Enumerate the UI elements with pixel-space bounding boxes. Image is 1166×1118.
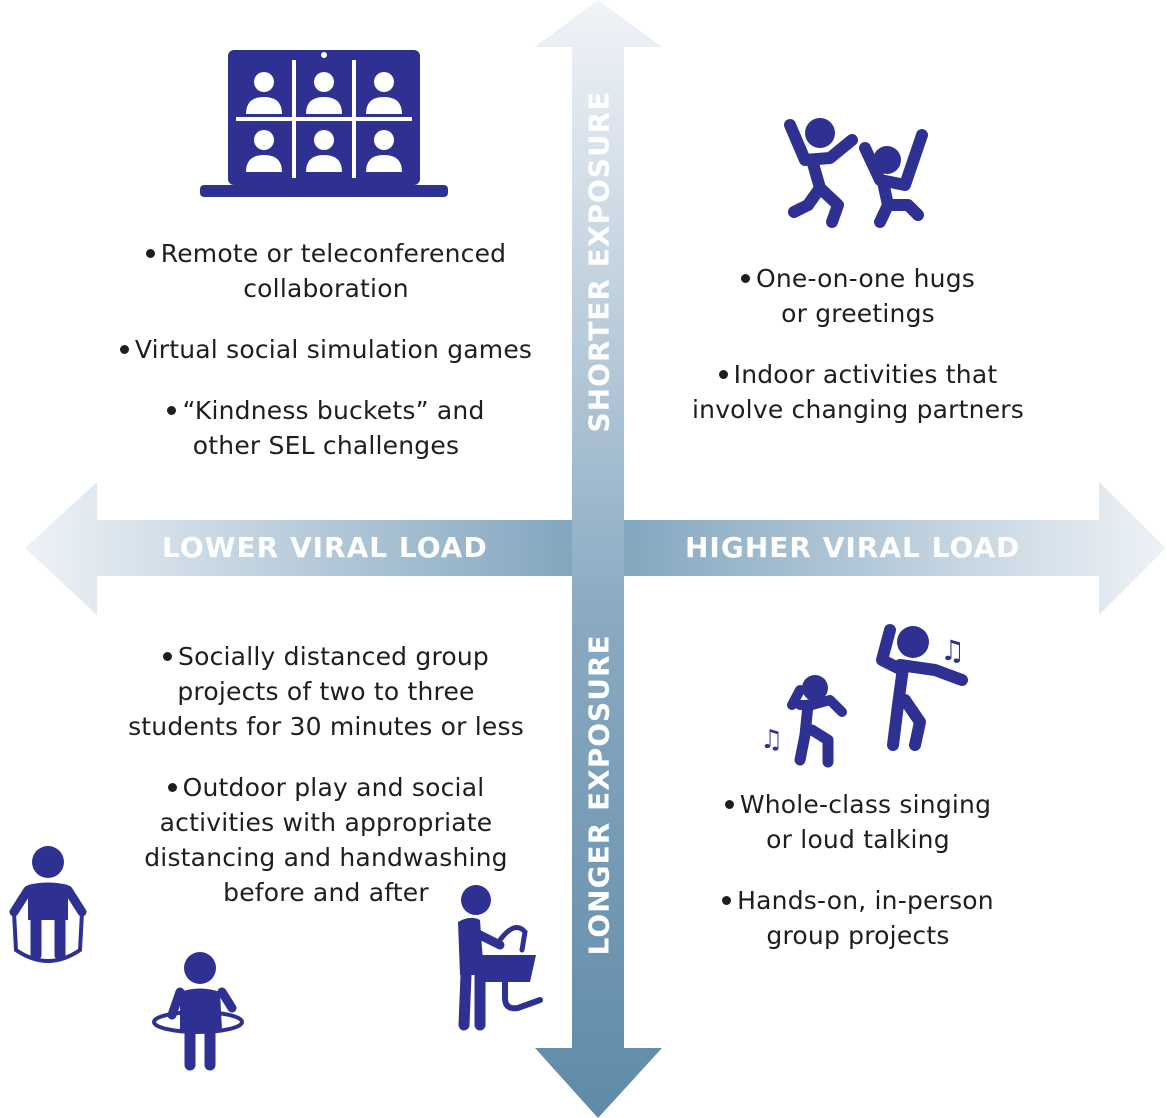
axis-label-left: LOWER VIRAL LOAD: [162, 531, 488, 564]
axis-label-bottom: LONGER EXPOSURE: [582, 634, 616, 956]
vertical-arrow: [535, 0, 662, 1118]
list-item: Virtual social simulation games: [100, 332, 552, 367]
axis-label-top: SHORTER EXPOSURE: [582, 90, 616, 433]
axis-label-right: HIGHER VIRAL LOAD: [685, 531, 1021, 564]
